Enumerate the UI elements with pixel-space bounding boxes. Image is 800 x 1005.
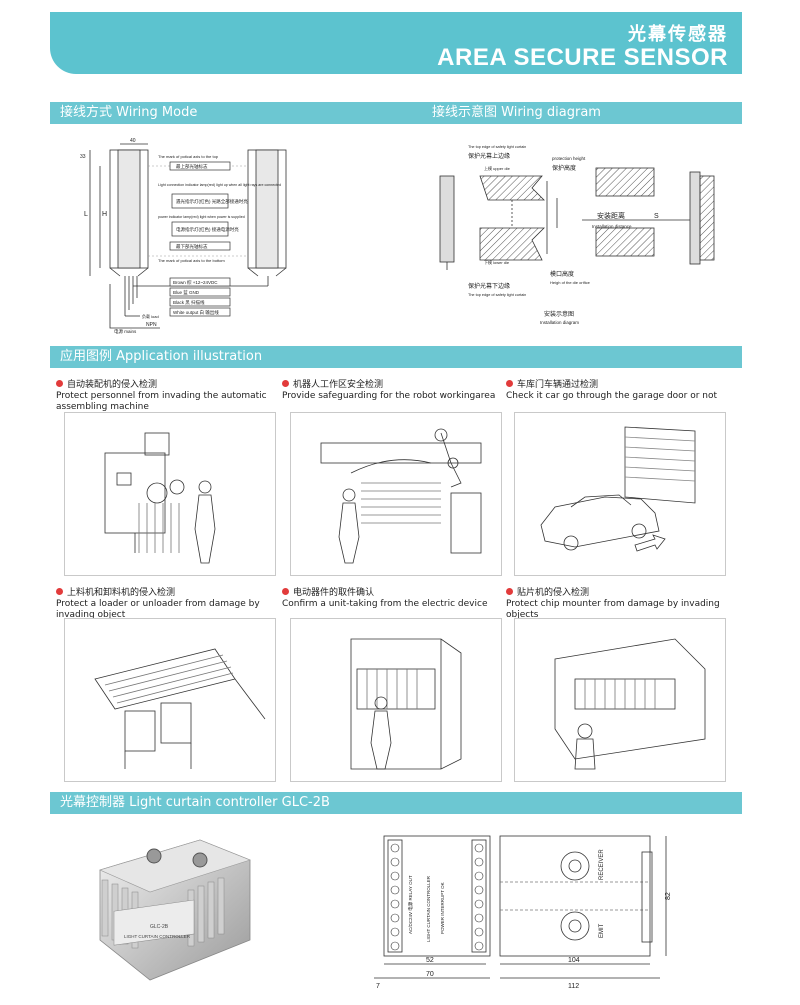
lower-die-label: 下模 lower die: [484, 259, 510, 265]
emit-label: EMIT: [599, 923, 605, 938]
terminal-label-3: POWER INTERRUPT OK: [440, 882, 445, 934]
mains-label: 电源 mains: [114, 328, 137, 335]
wiring-diagram-title: 接线示意图 Wiring diagram: [432, 105, 601, 120]
application-title: 应用图例 Application illustration: [60, 349, 263, 364]
bullet-icon: [506, 588, 513, 595]
header-title-cn: 光幕传感器: [628, 24, 728, 45]
app-caption-2: 机器人工作区安全检测 Provide safeguarding for the …: [282, 380, 496, 401]
top-axis-cn: 最上部光轴标志: [176, 163, 208, 170]
wire-black: Black 黑 扫描线: [173, 299, 205, 306]
dim-40-label: 40: [130, 138, 136, 144]
wiring-mode-drawing: 33 40 L H The mark of potical axis to th…: [80, 138, 287, 335]
dim-l-label: L: [84, 211, 88, 218]
bullet-icon: [506, 380, 513, 387]
install-diagram-en: Installation diagram: [540, 320, 579, 325]
app-panel-electric: [290, 618, 502, 782]
controller-dimension-drawing: 52 70 7 104 112 82 RECEIVER EMIT AC/DC24…: [374, 835, 672, 990]
app-caption-4: 上料机和卸料机的侵入检测 Protect a loader or unloade…: [56, 588, 260, 620]
controller-title: 光幕控制器 Light curtain controller GLC-2B: [60, 795, 330, 810]
dim-33-label: 33: [80, 154, 86, 160]
garage-car-illustration: [540, 426, 696, 552]
bullet-icon: [56, 588, 63, 595]
top-edge-cn: 保护光幕上边缘: [468, 152, 510, 160]
dim-7-label: 7: [376, 983, 380, 990]
power-indicator-en: power indicator lamp(red) light when pow…: [158, 215, 245, 219]
app-panel-garage: [514, 412, 726, 576]
upper-die-label: 上模 upper die: [484, 165, 511, 171]
bottom-axis-cn: 最下部光轴标志: [176, 243, 208, 250]
assembly-machine-illustration: [104, 432, 216, 564]
protect-height-cn: 保护高度: [552, 164, 576, 172]
header-banner: 光幕传感器 AREA SECURE SENSOR: [50, 12, 742, 74]
s-label: S: [654, 213, 659, 220]
protect-height-en: protection height: [552, 156, 586, 161]
wiring-section-bar: 接线方式 Wiring Mode: [50, 102, 742, 124]
install-distance-cn: 安装距离: [597, 211, 625, 220]
app-caption-6: 贴片机的侵入检测 Protect chip mounter from damag…: [506, 588, 720, 620]
bottom-edge-en: The top edge of safety light curtain: [468, 293, 526, 297]
dim-52-label: 52: [426, 957, 434, 964]
light-indicator-en: Light connection indicator lamp(red) lig…: [158, 183, 281, 187]
bullet-icon: [282, 380, 289, 387]
bullet-icon: [282, 588, 289, 595]
npn-label: NPN: [146, 322, 157, 328]
top-axis-en: The mark of potical axis to the top: [158, 154, 219, 159]
controller-model-label: GLC-2B: [150, 924, 169, 930]
receiver-label: RECEIVER: [599, 849, 605, 880]
load-label: 负载 load: [142, 313, 159, 319]
bottom-axis-en: The mark of potical axis to the bottom: [158, 258, 225, 263]
die-height-en: Heigh of the die orifice: [550, 280, 591, 285]
wire-blue: Blue 蓝 GND: [173, 289, 200, 295]
wiring-diagram-drawing: The top edge of safety light curtain 保护光…: [439, 145, 715, 325]
dim-h-label: H: [102, 211, 107, 218]
dim-82-label: 82: [665, 892, 672, 900]
wire-white: White output 白 输出线: [173, 309, 219, 316]
bullet-icon: [56, 380, 63, 387]
app-panel-chip: [514, 618, 726, 782]
dim-112-label: 112: [568, 983, 579, 990]
terminal-label-2: LIGHT CURTAIN CONTROLLER: [426, 875, 431, 942]
app-caption-3: 车库门车辆通过检测 Check it car go through the ga…: [506, 380, 718, 401]
light-indicator-cn: 遇光指示灯(红色) 光路全部接通时亮: [176, 198, 248, 205]
controller-photo: GLC-2B LIGHT CURTAIN CONTROLLER: [99, 839, 251, 981]
app-caption-5: 电动器件的取件确认 Confirm a unit-taking from the…: [282, 588, 488, 609]
controller-section-bar: 光幕控制器 Light curtain controller GLC-2B: [50, 792, 742, 814]
die-height-cn: 模口高度: [550, 270, 574, 278]
loader-illustration: [94, 648, 266, 769]
app-caption-1: 自动装配机的侵入检测 Protect personnel from invadi…: [56, 380, 267, 412]
chip-mounter-illustration: [554, 638, 706, 770]
app-panel-robot: [290, 412, 502, 576]
dim-70-label: 70: [426, 971, 434, 978]
dim-104-label: 104: [568, 957, 580, 964]
electric-device-illustration: [350, 638, 462, 770]
robot-workarea-illustration: [320, 428, 482, 564]
controller-device-label: LIGHT CURTAIN CONTROLLER: [124, 934, 191, 939]
bottom-edge-cn: 保护光幕下边缘: [468, 282, 510, 290]
wiring-mode-title: 接线方式 Wiring Mode: [60, 105, 198, 120]
app-panel-loader: [64, 618, 276, 782]
install-diagram-cn: 安装示意图: [544, 310, 574, 318]
wire-brown: Brown 棕 +12~24VDC: [173, 279, 218, 286]
app-panel-assembly: [64, 412, 276, 576]
install-distance-en: Installation distance: [592, 224, 632, 229]
power-indicator-cn: 电源指示灯(红色) 接通电源时亮: [176, 226, 239, 233]
header-title-en: AREA SECURE SENSOR: [437, 44, 728, 71]
application-section-bar: 应用图例 Application illustration: [50, 346, 742, 368]
top-edge-en: The top edge of safety light curtain: [468, 145, 526, 149]
terminal-label-1: AC/DC24V 电源 RELAY OUT: [407, 875, 414, 934]
